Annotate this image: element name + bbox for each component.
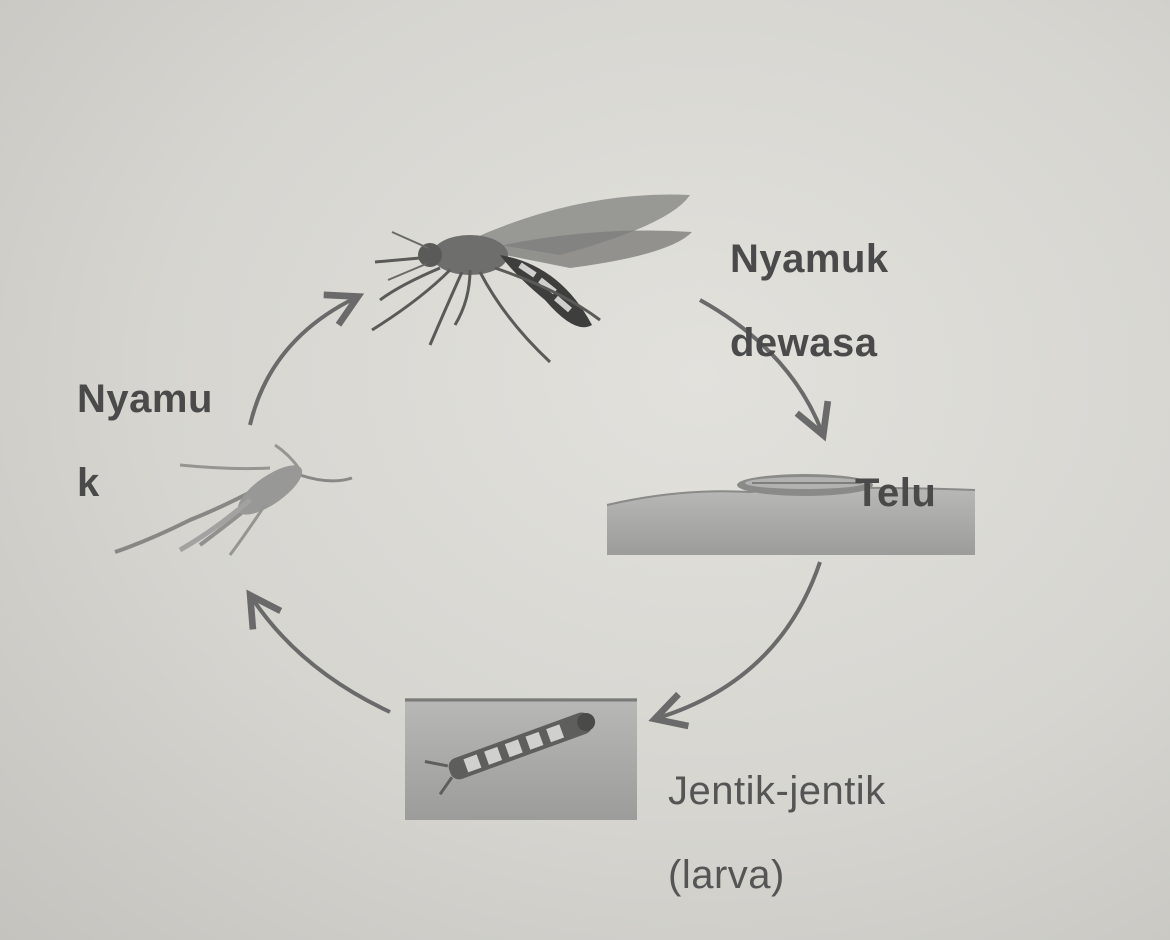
adult-label: Nyamuk dewasa xyxy=(730,196,889,364)
adult-label-line2: dewasa xyxy=(730,321,878,365)
pupa-mosquito-illustration xyxy=(114,443,353,556)
adult-label-line1: Nyamuk xyxy=(730,237,889,281)
egg-illustration xyxy=(606,474,976,555)
pupa-label-line1: Nyamu xyxy=(77,377,213,421)
arrow-egg-to-larva xyxy=(658,561,822,718)
larva-label-line2: (larva) xyxy=(668,853,785,897)
arrow-adult-to-egg xyxy=(699,298,822,432)
larva-label-line1: Jentik-jentik xyxy=(668,769,886,813)
larva-illustration xyxy=(405,698,637,820)
egg-label: Telu xyxy=(855,430,936,514)
larva-label: Jentik-jentik (larva) xyxy=(668,728,886,896)
arrow-larva-to-pupa xyxy=(252,598,391,714)
pupa-label: Nyamu k xyxy=(77,336,213,504)
adult-mosquito-illustration xyxy=(371,194,692,364)
arrow-pupa-to-adult xyxy=(248,298,355,426)
pupa-label-line2: k xyxy=(77,461,100,505)
egg-label-text: Telu xyxy=(855,471,937,515)
